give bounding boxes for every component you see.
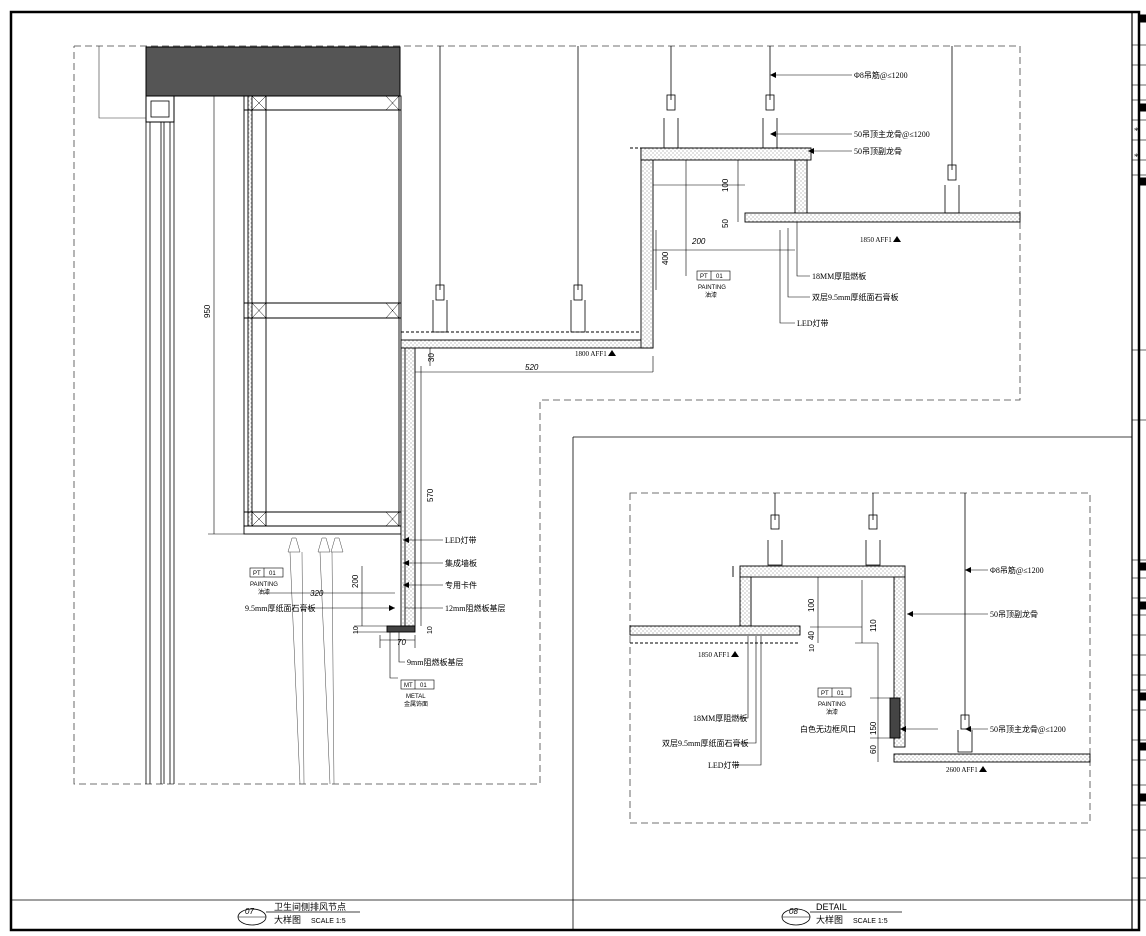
title-right-main: DETAIL: [816, 902, 847, 912]
svg-text:金属饰面: 金属饰面: [404, 700, 428, 708]
svg-text:01: 01: [837, 691, 844, 697]
r-tag-pt: PT 01 PAINTING 油漆: [817, 687, 852, 716]
right-detail: 100 40 10 110 150 60 1850 AFF1 2600 AFF1…: [629, 492, 1091, 824]
callout-gypsum-95: 9.5mm厚纸面石膏板: [245, 603, 315, 613]
callout-led-upper: LED灯带: [797, 318, 829, 328]
dim-30: 30: [427, 353, 436, 362]
sheet-frame: [9, 10, 1141, 932]
callout-rod: Φ8吊筋@≤1200: [854, 70, 908, 80]
r-dim-150: 150: [869, 721, 878, 735]
dim-70: 70: [397, 638, 406, 647]
title-block-asterisk-1: *: [1134, 126, 1139, 136]
dim-570: 570: [426, 488, 435, 502]
title-left-main: 卫生间侧排风节点: [274, 901, 346, 912]
svg-text:PT: PT: [253, 571, 261, 577]
r-callout-vent: 白色无边框风口: [800, 724, 856, 734]
r-dim-110: 110: [869, 619, 878, 632]
title-left-sub: 大样图: [274, 914, 301, 925]
callout-double-gypsum: 双层9.5mm厚纸面石膏板: [812, 292, 898, 302]
dim-200-lower: 200: [351, 574, 360, 588]
callout-clip: 专用卡件: [445, 580, 477, 590]
dim-400: 400: [661, 251, 670, 265]
level-lower: 1800 AFF1: [575, 350, 607, 358]
svg-text:PAINTING: PAINTING: [818, 702, 846, 708]
dim-950: 950: [203, 304, 212, 318]
r-dim-10: 10: [809, 644, 816, 652]
svg-text:01: 01: [420, 683, 427, 689]
callout-main-keel: 50吊顶主龙骨@≤1200: [854, 129, 930, 139]
title-right-scale: SCALE 1:5: [853, 918, 888, 925]
r-callout-board-18: 18MM厚阻燃板: [693, 713, 747, 723]
callout-led: LED灯带: [445, 535, 477, 545]
dim-10-b: 10: [427, 626, 434, 634]
title-left: 07 卫生间侧排风节点 大样图 SCALE 1:5: [237, 901, 360, 926]
svg-text:METAL: METAL: [406, 694, 426, 700]
r-dim-100: 100: [807, 598, 816, 612]
tag-pt-upper: PT 01 PAINTING 油漆: [685, 250, 731, 299]
ceiling-slab: [145, 46, 401, 97]
callout-wall-panel: 集成墙板: [445, 558, 477, 568]
r-dim-60: 60: [869, 745, 878, 754]
dim-320: 320: [310, 589, 324, 598]
svg-text:PT: PT: [821, 691, 829, 697]
svg-text:01: 01: [716, 274, 723, 280]
callout-board-9: 9mm阻燃板基层: [407, 657, 463, 667]
callout-board-18: 18MM厚阻燃板: [812, 271, 866, 281]
dim-200-upper: 200: [691, 237, 706, 246]
svg-text:PT: PT: [700, 274, 708, 280]
r-dim-40: 40: [807, 631, 816, 640]
r-callout-led: LED灯带: [708, 760, 740, 770]
tag-pt-lower: PT 01 PAINTING 油漆: [249, 567, 284, 596]
svg-text:PAINTING: PAINTING: [250, 582, 278, 588]
left-detail: 950: [73, 45, 1021, 785]
svg-text:油漆: 油漆: [826, 708, 838, 716]
wall-frame: [243, 95, 402, 535]
level-upper: 1850 AFF1: [860, 236, 892, 244]
r-callout-sub-keel: 50吊顶副龙骨: [990, 609, 1038, 619]
dim-10-a: 10: [353, 626, 360, 634]
title-block-asterisk-2: *: [1134, 152, 1139, 162]
dim-100: 100: [721, 178, 730, 192]
title-block: [1131, 12, 1146, 930]
title-left-number: 07: [245, 907, 254, 916]
dim-50: 50: [721, 219, 730, 228]
title-left-scale: SCALE 1:5: [311, 918, 346, 925]
callout-sub-keel: 50吊顶副龙骨: [854, 146, 902, 156]
title-right-number: 08: [789, 907, 798, 916]
svg-text:PAINTING: PAINTING: [698, 285, 726, 291]
r-callout-double-gypsum: 双层9.5mm厚纸面石膏板: [662, 738, 748, 748]
r-level-right: 2600 AFF1: [946, 766, 978, 774]
svg-text:MT: MT: [404, 683, 413, 689]
left-detail-boundary: [73, 45, 1021, 785]
svg-text:油漆: 油漆: [258, 588, 270, 596]
right-detail-boundary: [629, 492, 1091, 824]
tag-mt: MT 01 METAL 金属饰面: [400, 679, 435, 708]
svg-text:油漆: 油漆: [705, 291, 717, 299]
r-callout-rod: Φ8吊筋@≤1200: [990, 565, 1044, 575]
dim-520: 520: [525, 363, 539, 372]
title-right: 08 DETAIL 大样图 SCALE 1:5: [781, 902, 902, 926]
svg-text:01: 01: [269, 571, 276, 577]
hangers-left: [432, 46, 960, 333]
callout-board-12: 12mm阻燃板基层: [445, 603, 505, 613]
r-level-left: 1850 AFF1: [698, 651, 730, 659]
title-right-sub: 大样图: [816, 914, 843, 925]
r-callout-main-keel: 50吊顶主龙骨@≤1200: [990, 724, 1066, 734]
